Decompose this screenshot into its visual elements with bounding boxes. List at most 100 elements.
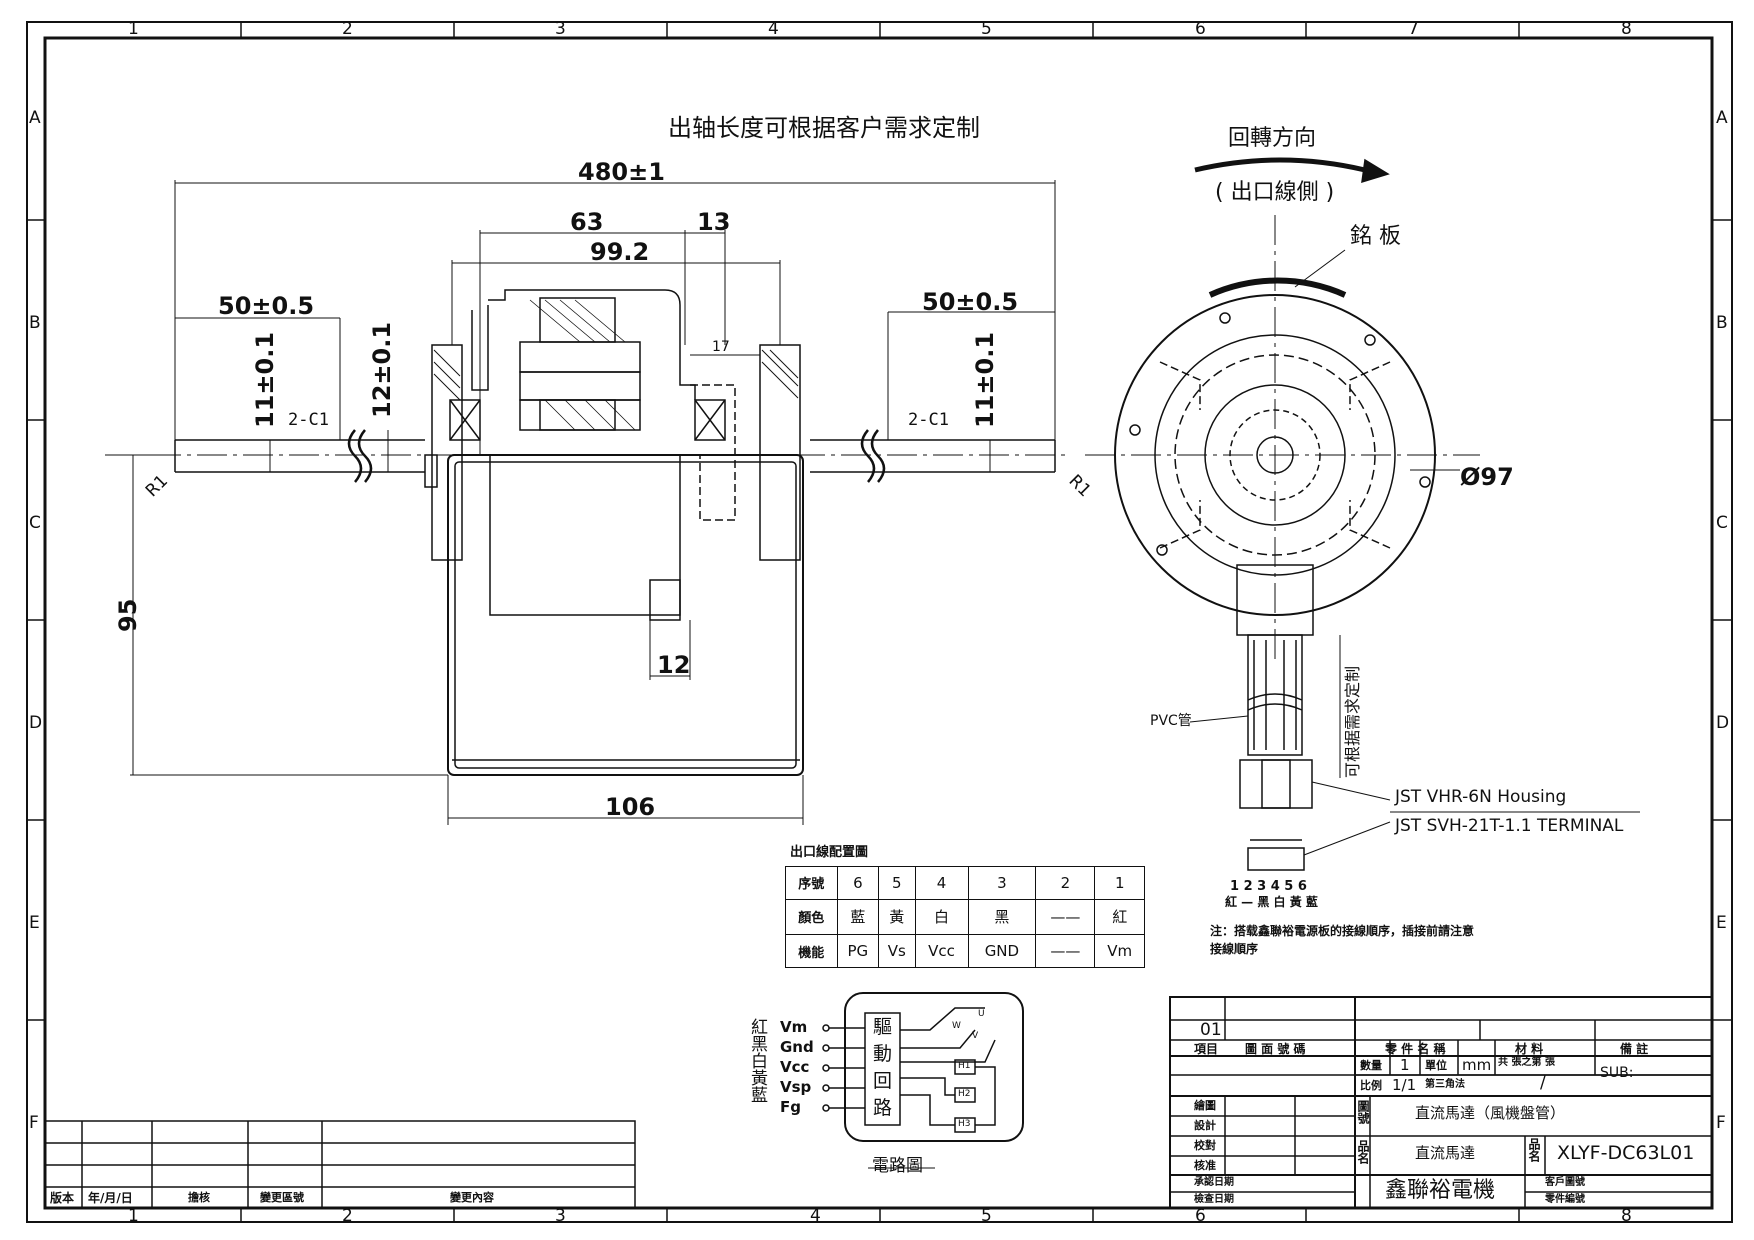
table-row: 機能 PG Vs Vcc GND —— Vm bbox=[785, 934, 1145, 968]
wiring-note-2: 接線順序 bbox=[1210, 942, 1259, 956]
circuit-wire-colors: 紅黑白黃藍 bbox=[747, 1018, 767, 1103]
col-label-bottom-1: 1 bbox=[128, 1206, 139, 1226]
row-label-f-right: F bbox=[1716, 1113, 1726, 1133]
table-cell: 6 bbox=[836, 866, 880, 900]
driver-char-3: 回 bbox=[873, 1070, 893, 1092]
table-cell: 顏色 bbox=[785, 898, 838, 936]
rev-version: 版本 bbox=[50, 1191, 75, 1205]
dim-12: 12 bbox=[657, 651, 691, 679]
col-label-bottom-3: 3 bbox=[555, 1206, 566, 1226]
qty-label: 數量 bbox=[1360, 1059, 1382, 1072]
motor-side-view bbox=[105, 180, 1070, 825]
table-cell: 藍 bbox=[836, 898, 880, 936]
table-cell: 3 bbox=[967, 866, 1037, 900]
scale-label: 比例 bbox=[1360, 1079, 1382, 1092]
driver-char-2: 動 bbox=[873, 1043, 893, 1065]
row-label-b-right: B bbox=[1716, 313, 1728, 333]
hall-2: H2 bbox=[958, 1089, 971, 1099]
col-label-bottom-2: 2 bbox=[342, 1206, 353, 1226]
table-row: 顏色 藍 黃 白 黑 —— 紅 bbox=[785, 898, 1145, 936]
scale-value: 1/1 bbox=[1392, 1076, 1417, 1094]
part-number-label: 零件編號 bbox=[1545, 1194, 1585, 1205]
dim-mid-diameter: 12±0.1 bbox=[368, 321, 396, 418]
role-check: 校對 bbox=[1194, 1139, 1216, 1152]
sheet-number: 01 bbox=[1200, 1020, 1222, 1040]
signal-fg: Fg bbox=[780, 1098, 801, 1116]
col-label-bottom-5: 5 bbox=[981, 1206, 992, 1226]
part-name: 直流馬達（風機盤管） bbox=[1415, 1104, 1566, 1122]
table-cell: 1 bbox=[1094, 866, 1145, 900]
coil-u: U bbox=[978, 1009, 985, 1019]
driver-char-1: 驅 bbox=[873, 1016, 893, 1038]
role-approve: 核准 bbox=[1194, 1159, 1216, 1172]
rev-content: 變更內容 bbox=[450, 1191, 494, 1204]
role-design: 設計 bbox=[1194, 1119, 1216, 1132]
model-number: XLYF-DC63L01 bbox=[1557, 1142, 1695, 1164]
signal-vsp: Vsp bbox=[780, 1078, 812, 1096]
row-label-b: B bbox=[29, 313, 41, 333]
dim-left-shaft: 50±0.5 bbox=[218, 292, 315, 320]
signal-vm: Vm bbox=[780, 1018, 808, 1036]
table-cell: —— bbox=[1035, 898, 1096, 936]
name-label: 品名 bbox=[1356, 1140, 1370, 1164]
table-cell: 紅 bbox=[1094, 898, 1145, 936]
dim-99: 99.2 bbox=[590, 238, 650, 266]
dim-overall-length: 480±1 bbox=[578, 158, 665, 186]
hall-3: H3 bbox=[958, 1119, 971, 1129]
sub-label: SUB: bbox=[1600, 1065, 1634, 1081]
row-ticks bbox=[27, 219, 1732, 1021]
role-inspect-date: 檢查日期 bbox=[1194, 1194, 1234, 1205]
customer-drawing-label: 客戶圖號 bbox=[1545, 1177, 1585, 1188]
housing-label: JST VHR-6N Housing bbox=[1395, 787, 1567, 807]
outer-frame bbox=[26, 21, 1733, 1223]
col-label-5: 5 bbox=[981, 19, 992, 39]
table-cell: 機能 bbox=[785, 934, 838, 968]
hdr-material: 材 料 bbox=[1515, 1042, 1544, 1056]
col-label-8: 8 bbox=[1621, 19, 1632, 39]
table-cell: 黑 bbox=[967, 898, 1037, 936]
dim-17: 17 bbox=[712, 339, 730, 355]
motor-front-view bbox=[1085, 157, 1640, 871]
model-label: 品名 bbox=[1527, 1138, 1541, 1162]
table-cell: PG bbox=[836, 934, 880, 968]
col-label-bottom-8: 8 bbox=[1621, 1206, 1632, 1226]
wire-config-table: 序號 6 5 4 3 2 1 顏色 藍 黃 白 黑 —— 紅 機能 PG Vs … bbox=[785, 866, 1145, 968]
table-row: 序號 6 5 4 3 2 1 bbox=[785, 866, 1145, 900]
dim-63: 63 bbox=[570, 208, 604, 236]
col-label-bottom-4: 4 bbox=[810, 1206, 821, 1226]
sheet-total-text: 共 張之第 張 bbox=[1498, 1057, 1555, 1068]
terminal-label: JST SVH-21T-1.1 TERMINAL bbox=[1395, 816, 1624, 836]
circuit-caption: 電路圖 bbox=[872, 1156, 923, 1176]
table-cell: GND bbox=[967, 934, 1037, 968]
rotation-side: ( 出口線側 ) bbox=[1215, 180, 1335, 205]
inner-frame bbox=[43, 36, 1714, 1210]
slash-mark: / bbox=[1540, 1073, 1546, 1093]
col-label-1: 1 bbox=[128, 19, 139, 39]
row-label-c-right: C bbox=[1716, 513, 1728, 533]
company-name: 鑫聯裕電機 bbox=[1385, 1178, 1496, 1203]
coil-w: W bbox=[952, 1021, 961, 1031]
dim-width: 106 bbox=[605, 793, 656, 821]
col-label-6: 6 bbox=[1195, 19, 1206, 39]
dim-height: 95 bbox=[114, 598, 142, 632]
row-label-a: A bbox=[29, 108, 41, 128]
table-cell: 5 bbox=[878, 866, 916, 900]
col-label-4: 4 bbox=[768, 19, 779, 39]
table-cell: 序號 bbox=[785, 866, 838, 900]
col-label-3: 3 bbox=[555, 19, 566, 39]
table-cell: —— bbox=[1035, 934, 1096, 968]
row-label-e-right: E bbox=[1716, 913, 1727, 933]
col-label-2: 2 bbox=[342, 19, 353, 39]
dim-right-shaft: 50±0.5 bbox=[922, 288, 1019, 316]
dim-13: 13 bbox=[697, 208, 731, 236]
chamfer-right: 2-C1 bbox=[908, 410, 949, 430]
hdr-part-name: 零 件 名 稱 bbox=[1385, 1042, 1446, 1056]
unit-value: mm bbox=[1462, 1056, 1492, 1074]
hall-1: H1 bbox=[958, 1061, 971, 1071]
dim-right-diameter: 11±0.1 bbox=[971, 331, 999, 428]
pin-colors: 紅 — 黑 白 黃 藍 bbox=[1225, 895, 1318, 909]
row-label-d-right: D bbox=[1716, 713, 1730, 733]
hdr-remark: 備 註 bbox=[1620, 1042, 1649, 1056]
wire-table-title: 出口線配置圖 bbox=[790, 845, 869, 860]
